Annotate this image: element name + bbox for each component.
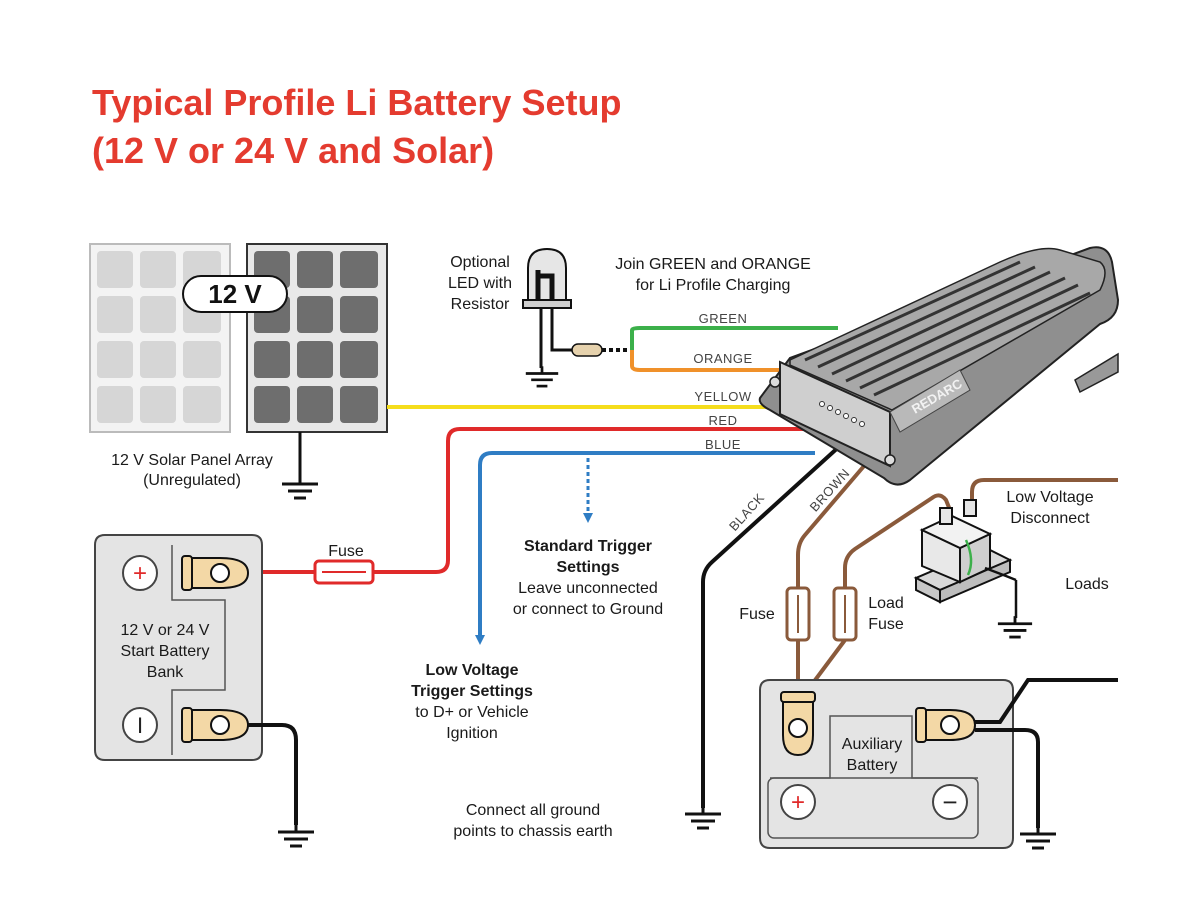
aux-load-negative-wire [975,678,1118,724]
yellow-wire-label: YELLOW [694,389,751,404]
load-fuse-label-line1: Load [868,595,904,612]
minus-icon [122,707,158,743]
plus-icon [780,784,816,820]
negative-terminal-icon [915,707,977,743]
join-note-line1: Join GREEN and ORANGE [615,256,811,273]
resistor-icon [571,343,603,357]
fuse-icon [313,559,375,585]
low-trigger-heading-line2: Trigger Settings [411,683,533,700]
standard-trigger-note-line2: or connect to Ground [513,601,663,618]
ground-icon [524,366,560,388]
led-icon [522,247,632,368]
red-wire [373,427,808,574]
negative-terminal-icon [181,707,250,743]
aux-negative-wire [975,728,1040,828]
load-fuse-label-line2: Fuse [868,616,904,633]
standard-trigger-note-line1: Leave unconnected [518,580,658,597]
start-battery-label-line1: 12 V or 24 V [121,622,210,639]
ground-icon [996,616,1034,639]
low-trigger-note-line2: Ignition [446,725,498,742]
brown-wire [796,450,878,588]
minus-icon [932,784,968,820]
low-trigger-note-line1: to D+ or Vehicle [415,704,529,721]
low-trigger-heading-line1: Low Voltage [425,662,518,679]
standard-trigger-heading-line2: Settings [556,559,619,576]
start-battery-label-line3: Bank [147,664,184,681]
solar-sublabel: (Unregulated) [143,472,241,489]
positive-terminal-icon [780,691,816,757]
join-note-line2: for Li Profile Charging [636,277,791,294]
lvd-label-line1: Low Voltage [1006,489,1093,506]
svg-text:I: I [137,713,143,738]
aux-fuse-icon [785,586,811,642]
aux-battery-label-line2: Battery [847,757,898,774]
diagram-title-line1: Typical Profile Li Battery Setup [92,82,621,123]
solar-panel-array [89,243,388,433]
voltage-badge: 12 V [182,275,288,313]
solar-label: 12 V Solar Panel Array [111,452,273,469]
aux-fuse-label: Fuse [739,606,775,623]
aux-battery-label-line1: Auxiliary [842,736,902,753]
lvd-label-line2: Disconnect [1010,510,1090,527]
orange-wire [630,350,805,372]
orange-wire-label: ORANGE [693,351,752,366]
red-wire-label: RED [709,413,738,428]
loads-label: Loads [1065,576,1109,593]
ground-note-line1: Connect all ground [466,802,600,819]
green-wire [630,326,838,350]
led-label-line1: Optional [450,254,510,271]
ground-icon [280,476,320,500]
ground-icon [683,806,723,830]
led-label-line2: LED with [448,275,512,292]
start-battery-label-line2: Start Battery [121,643,210,660]
start-negative-wire [248,723,298,825]
lvd-relay-icon [913,499,1018,618]
load-fuse-icon [832,586,858,642]
ground-icon [276,824,316,848]
led-label-line3: Resistor [451,296,510,313]
loads-wire [970,478,1118,508]
ground-icon [1018,826,1058,850]
black-wire-label: BLACK [726,490,767,534]
plus-icon [122,555,158,591]
auxiliary-battery: + − Auxiliary Battery [759,679,1014,849]
dc-charger-unit: REDARC [758,246,1120,486]
diagram-title-line2: (12 V or 24 V and Solar) [92,130,494,171]
svg-text:−: − [942,787,957,817]
svg-text:+: + [791,789,805,816]
load-fuse-wire [843,493,952,588]
ground-note-line2: points to chassis earth [453,823,612,840]
standard-trigger-heading-line1: Standard Trigger [524,538,652,555]
svg-text:12 V: 12 V [208,279,262,309]
black-wire [701,442,844,808]
positive-terminal-icon [181,555,250,591]
green-wire-label: GREEN [699,311,748,326]
svg-text:+: + [133,560,147,587]
start-battery: + I 12 V or 24 V Start Battery Bank [94,534,263,761]
blue-wire-label: BLUE [705,437,741,452]
blue-wire [475,451,815,645]
fuse-label: Fuse [328,543,364,560]
